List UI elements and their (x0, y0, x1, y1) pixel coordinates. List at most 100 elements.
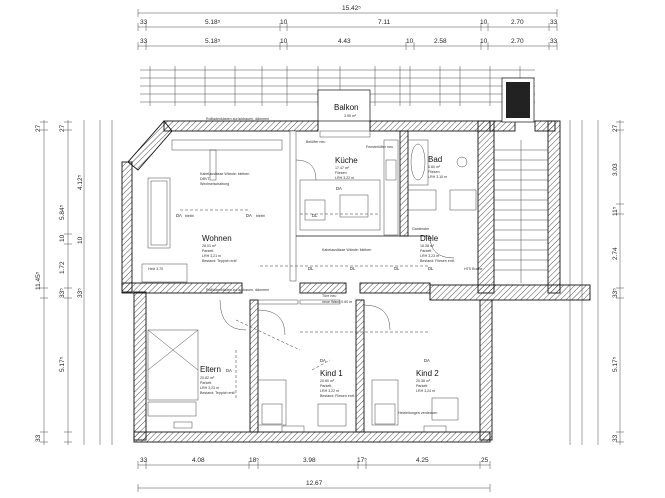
room-kueche-area: 17.47 m² (335, 166, 350, 170)
room-eltern-name: Eltern (200, 365, 221, 374)
dim-top2-b: 5.18⁵ (205, 38, 221, 45)
room-diele-height: LRH 3,23 m (420, 254, 439, 258)
dim-bot-c: 18⁵ (249, 457, 259, 464)
dim-top-total: 15.42⁵ (342, 5, 361, 12)
room-wohnen-area: 28.01 m² (202, 244, 217, 248)
note-door: Türe neu (322, 294, 336, 298)
dim-bot-e: 17⁵ (357, 457, 367, 464)
room-bad-floor: Fliesen (428, 170, 440, 174)
room-kueche-name: Küche (335, 156, 358, 165)
dim-bot-f: 4.25 (416, 457, 429, 464)
room-wohnen-note: Bestand: Teppich entf. (202, 259, 238, 263)
dim-left-i: 33 (35, 434, 42, 442)
dim-left-e: 10 (59, 234, 66, 242)
dim-bot-d: 3.98 (303, 457, 316, 464)
room-diele-area: 16.38 m² (420, 244, 435, 248)
note-dl-3: DL (394, 266, 400, 271)
dim-left-b: 27 (59, 124, 66, 132)
note-kitchen-da: DA (336, 186, 342, 191)
note-da-left: DA (176, 213, 182, 218)
dim-right-e: 33⁵ (612, 288, 619, 298)
room-eltern-floor: Parkett (200, 381, 211, 385)
dim-top1-a: 33 (140, 19, 148, 26)
note-kind2-heating: Heizleitungen verdecken (398, 411, 437, 415)
dim-left-a: 27 (35, 124, 42, 132)
dim-left-d: 11.45⁵ (35, 271, 42, 290)
room-bad-area: 6.60 m² (428, 165, 441, 169)
dim-top2-f: 2.58 (434, 38, 447, 45)
dim-left-inner-b: 10 (77, 236, 84, 244)
note-diele-cable: Kabelauslässe Wände: bleiben (322, 248, 371, 252)
dim-top1-e: 10 (480, 19, 488, 26)
fixtures (141, 130, 477, 433)
note-dl-4: DL (428, 266, 434, 271)
note-wohnen-dbvt: DBVT (200, 177, 210, 181)
dim-bot-a: 33 (140, 457, 148, 464)
note-wohnen-sill: Heiz 3.70 (148, 267, 163, 271)
staircase (494, 140, 548, 283)
dim-top1-d: 7.11 (378, 19, 391, 26)
room-balkon-area: 3.95 m² (344, 114, 357, 118)
note-kind2-da: DA (424, 358, 430, 363)
dim-left-f: 1.72 (59, 261, 66, 274)
dim-right-a: 27 (612, 124, 619, 132)
room-kueche-height: LRH 3.22 m (335, 176, 354, 180)
dim-left-inner-c: 33⁵ (77, 288, 84, 298)
room-eltern-height: LRH 3,23 m (200, 386, 219, 390)
note-hts: HTS Buche (464, 267, 482, 271)
room-kind1-note: Bestand: Fliesen entf. (320, 394, 355, 398)
room-kind2-height: LRH 3,24 m (416, 389, 435, 393)
room-kind1-floor: Parkett (320, 384, 331, 388)
room-balkon-name: Balkon (334, 103, 358, 112)
room-kind2-name: Kind 2 (416, 369, 439, 378)
dim-top1-b: 5.18⁵ (205, 19, 221, 26)
note-wohnen-switch: Wechselschaltung (200, 182, 229, 186)
note-eltern-da: DA (226, 368, 232, 373)
dim-left-g: 33⁵ (59, 288, 66, 298)
dim-top1-f: 2.70 (511, 19, 524, 26)
right-dimensions: 27 3.03 11⁵ 2.74 33⁵ 5.17⁵ 33 (569, 120, 624, 445)
dim-bot-g: 25 (481, 457, 489, 464)
note-da-bleibt-2: bleibt (256, 214, 265, 218)
room-labels: Balkon 3.95 m² Küche 17.47 m² Fliesen LR… (200, 103, 455, 398)
room-kind2-floor: Parkett (416, 384, 427, 388)
dim-top2-i: 33 (550, 38, 558, 45)
note-kitchen-dl: DL (312, 213, 318, 218)
note-kitchen-vent: Belüfter neu (306, 140, 325, 144)
bottom-dimensions: 33 4.08 18⁵ 3.98 17⁵ 4.25 25 12.67 (137, 457, 491, 492)
dim-top2-a: 33 (140, 38, 148, 45)
top-dimensions: 15.42⁵ 33 5.18⁵ 10 7.11 10 2.70 33 33 5.… (137, 5, 558, 106)
note-wall: neue Wand 0.60 m (322, 300, 352, 304)
room-diele-note: Bestand: Fliesen entf. (420, 259, 455, 263)
room-wohnen-name: Wohnen (202, 234, 232, 243)
dim-top2-e: 10 (406, 38, 414, 45)
room-kueche-floor: Fliesen (335, 171, 347, 175)
dim-right-b: 3.03 (612, 163, 619, 176)
dim-left-h: 5.17⁵ (59, 356, 66, 372)
dim-top2-g: 10 (480, 38, 488, 45)
room-kind1-area: 20.80 m² (320, 379, 335, 383)
note-top-band: Rollladenkästen zurückbauen, dämmen (206, 117, 269, 121)
dim-right-d: 2.74 (612, 247, 619, 260)
dim-right-f: 5.17⁵ (612, 356, 619, 372)
note-da-middle: DA (246, 213, 252, 218)
plan-annotations: Rollladenkästen zurückbauen, dämmen Roll… (148, 117, 482, 415)
note-dl-2: DL (350, 266, 356, 271)
note-kitchen-window: Fensterlüfter neu (366, 145, 393, 149)
room-wohnen-height: LRH 3,21 m (202, 254, 221, 258)
dim-top1-g: 33 (550, 19, 558, 26)
room-eltern-area: 20.82 m² (200, 376, 215, 380)
electrical-lines (180, 209, 430, 400)
room-kind2-area: 20.38 m² (416, 379, 431, 383)
room-diele-floor: Parkett (420, 249, 431, 253)
room-kind1-height: LRH 3,22 m (320, 389, 339, 393)
left-dimensions: 27 27 5.84⁵ 11.45⁵ 10 1.72 33⁵ 5.17⁵ 33 … (35, 120, 113, 445)
dim-bot-b: 4.08 (192, 457, 205, 464)
note-bad-door: Garderobe (412, 227, 429, 231)
room-diele-name: Diele (420, 234, 439, 243)
dim-top2-d: 4.43 (338, 38, 351, 45)
note-bottom-band: Rollladenkästen zurückbauen, dämmen (206, 288, 269, 292)
balcony (317, 77, 535, 123)
dim-right-g: 33 (612, 434, 619, 442)
